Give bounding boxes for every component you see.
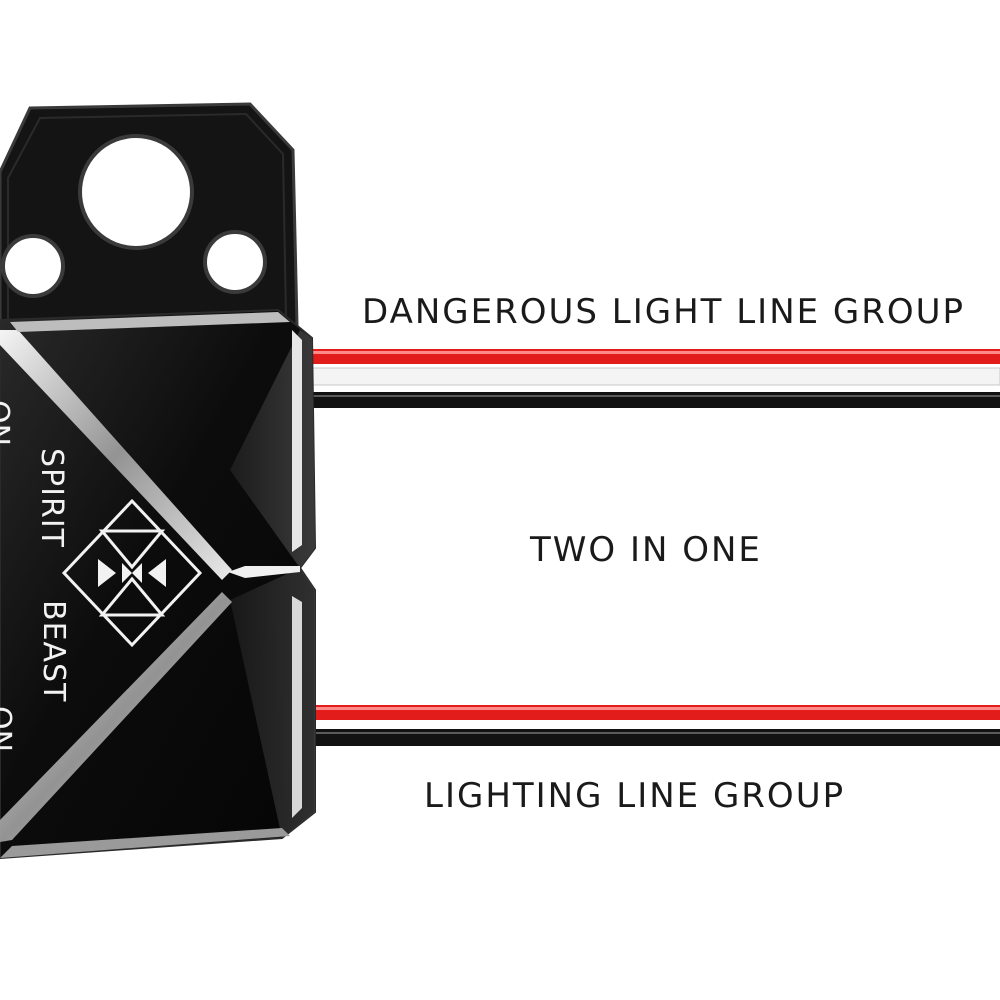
wire-white-top [299,367,1000,386]
bracket-hole-right [203,230,267,294]
wire-black-top-shine [300,395,1000,397]
bracket-hole-left [1,234,65,298]
brand-text-spirit: SPIRIT [34,448,69,548]
caption-lighting-line-group: LIGHTING LINE GROUP [424,776,846,816]
controller-body [0,308,317,860]
brand-text-beast: BEAST [36,600,71,702]
wire-black-bottom [300,729,1000,746]
caption-two-in-one: TWO IN ONE [530,530,762,570]
dangerous-wire-group [299,349,1000,408]
edge-text-bottom: ON [0,706,17,752]
wire-red-top-shine [300,351,1000,354]
brand-logo-emblem [61,498,203,648]
bracket-hole-large [78,134,194,250]
caption-dangerous-light-line-group: DANGEROUS LIGHT LINE GROUP [362,292,966,332]
wire-black-top [300,392,1000,408]
lighting-wire-group [300,705,1000,746]
mounting-bracket [0,102,299,332]
wire-red-bottom-shine [300,707,1000,710]
wire-black-bottom-shine [300,732,1000,734]
edge-text-top: ON [0,400,15,446]
